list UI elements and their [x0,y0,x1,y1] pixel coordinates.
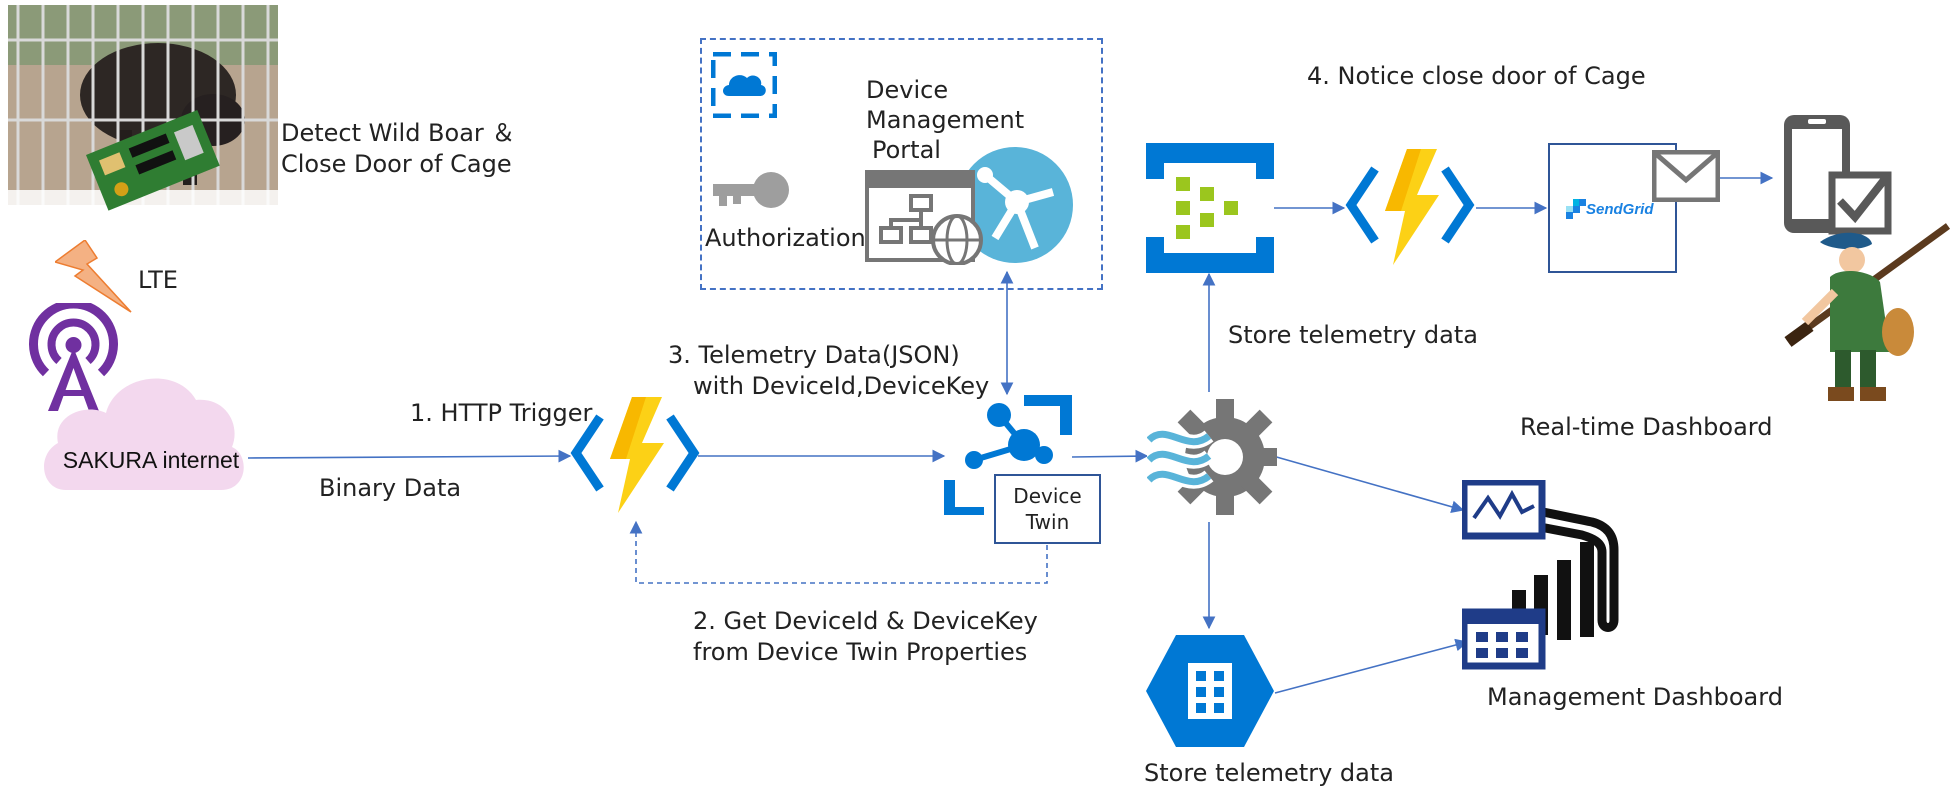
arrow-stream-to-powerbi [1272,455,1465,514]
realtime-dashboard-label: Real-time Dashboard [1520,413,1773,441]
azure-function-icon [1345,149,1475,265]
antenna-icon [29,303,118,411]
sendgrid-label: SendGrid [1586,201,1654,218]
get-device-id-label: 2. Get DeviceId & DeviceKey [693,607,1038,635]
store-telemetry-bottom-label: Store telemetry data [1144,759,1394,787]
lte-label: LTE [138,266,178,294]
mail-icon [1652,150,1720,202]
device-twin-line1: Device [1013,484,1082,508]
telemetry-with-keys-label: with DeviceId,DeviceKey [693,372,990,400]
key-icon [713,172,789,208]
portal-title-line3: Portal [872,136,941,164]
sendgrid-logo-icon [1566,199,1586,219]
notice-close-door-label: 4. Notice close door of Cage [1307,62,1646,90]
device-management-portal-group [700,38,1103,290]
arrow-table-to-powerbi [1274,638,1469,694]
telemetry-data-label: 3. Telemetry Data(JSON) [668,341,960,369]
app-service-portal-icon [957,147,1073,263]
detect-wild-boar-label: Detect Wild Boar ＆ [281,119,516,147]
iot-hub-icon [944,395,1072,515]
phone-check-icon [1784,115,1892,235]
portal-title-line2: Management [866,106,1025,134]
hunter-icon [1784,223,1950,401]
cloud-icon [44,378,244,490]
event-hub-icon [1146,143,1274,273]
wild-boar-cage-photo-icon [8,5,278,245]
from-device-twin-label: from Device Twin Properties [693,638,1028,666]
close-door-label: Close Door of Cage [281,150,512,178]
device-twin-box: Device Twin [994,474,1101,544]
lte-lightning-icon [55,240,132,313]
arrow-twin-to-function-dashed [629,520,1048,584]
management-dashboard-label: Management Dashboard [1487,683,1783,711]
store-telemetry-top-label: Store telemetry data [1228,321,1478,349]
sakura-internet-label: SAKURA internet [62,447,240,473]
http-trigger-label: 1. HTTP Trigger [410,399,593,427]
arrow-cloud-to-function [247,449,572,463]
device-twin-line2: Twin [1025,510,1070,534]
arrow-iothub-to-stream [1071,449,1149,463]
binary-data-label: Binary Data [319,474,462,502]
power-bi-icon [1462,480,1619,670]
blueprint-icon [711,52,777,118]
azure-function-icon [570,397,700,513]
authorization-label: Authorization [705,224,866,252]
stream-analytics-icon [1147,399,1277,515]
blueprint-icon [865,170,983,265]
portal-title-line1: Device [866,76,949,104]
table-storage-icon [1146,635,1274,747]
